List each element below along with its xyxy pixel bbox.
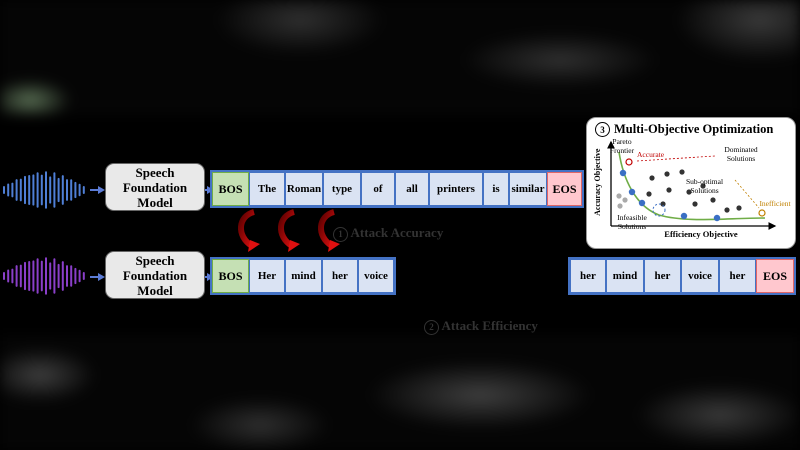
pareto-label: Pareto Frontier	[609, 137, 635, 155]
token-row1-1: The	[249, 172, 285, 206]
token-row2-extra-0: her	[570, 259, 606, 293]
token-row1-3: type	[323, 172, 361, 206]
token-row2-0: BOS	[212, 259, 249, 293]
attack-efficiency-label: 2 Attack Efficiency	[424, 318, 538, 335]
token-row2-4: voice	[358, 259, 394, 293]
token-row1-7: is	[483, 172, 509, 206]
token-row2-2: mind	[285, 259, 322, 293]
sequence-frame-row1	[210, 170, 584, 208]
moo-title-text: Multi-Objective Optimization	[614, 122, 774, 136]
x-axis-label: Efficiency Objective	[664, 229, 738, 239]
token-row1-8: similar	[509, 172, 547, 206]
arrowhead-1	[98, 186, 105, 194]
attack-accuracy-text: Attack Accuracy	[350, 225, 444, 240]
curved-arrow-icon-3	[318, 209, 340, 252]
token-row1-4: of	[361, 172, 395, 206]
attack-accuracy-label: 1 Attack Accuracy	[333, 225, 443, 242]
moo-title: 3 Multi-Objective Optimization	[595, 122, 773, 137]
token-row2-extra-2: her	[644, 259, 681, 293]
attack-efficiency-number: 2	[424, 319, 439, 335]
accurate-label: Accurate	[637, 150, 665, 159]
inefficient-label: Inefficient	[759, 199, 791, 208]
token-row2-3: her	[322, 259, 358, 293]
token-row2-extra-4: her	[719, 259, 756, 293]
attack-efficiency-text: Attack Efficiency	[441, 318, 538, 333]
arrowhead-2	[98, 273, 105, 281]
sequence-frame-row2-extra	[568, 257, 796, 295]
pareto-points	[619, 169, 721, 222]
token-row1-6: printers	[429, 172, 483, 206]
token-row2-extra-1: mind	[606, 259, 644, 293]
moo-number: 3	[595, 122, 610, 137]
blurred-background-bottom	[0, 335, 800, 450]
waveform-icon-row2	[3, 257, 85, 295]
dominated-points	[646, 169, 742, 213]
arrow-wave-to-model-2	[90, 276, 100, 278]
sequence-frame-row2	[210, 257, 396, 295]
multi-objective-optimization-panel: 3 Multi-Objective Optimization	[586, 117, 796, 249]
curved-arrow-icon-1	[238, 209, 260, 252]
arrow-wave-to-model-1	[90, 189, 100, 191]
speech-foundation-model-1: Speech Foundation Model	[105, 163, 205, 211]
dominated-label: Dominated Solutions	[724, 145, 758, 163]
attack-accuracy-number: 1	[333, 226, 348, 242]
y-axis-label: Accuracy Objective	[592, 148, 602, 216]
speech-foundation-model-2: Speech Foundation Model	[105, 251, 205, 299]
blurred-background-top	[0, 0, 800, 115]
suboptimal-label: Sub-optimal Solutions	[685, 177, 724, 195]
token-row1-5: all	[395, 172, 429, 206]
infeasible-points	[616, 193, 628, 209]
token-row1-0: BOS	[212, 172, 249, 206]
curved-arrow-icon-2	[278, 209, 300, 252]
pareto-plot	[607, 140, 777, 230]
waveform-icon-row1	[3, 171, 85, 209]
token-row2-extra-3: voice	[681, 259, 719, 293]
curved-arrow-icon-group	[238, 209, 340, 252]
token-row2-extra-5: EOS	[756, 259, 794, 293]
token-row1-2: Roman	[285, 172, 323, 206]
token-row2-1: Her	[249, 259, 285, 293]
token-row1-9: EOS	[547, 172, 582, 206]
infeasible-label: Infeasible Solutions	[617, 213, 647, 231]
